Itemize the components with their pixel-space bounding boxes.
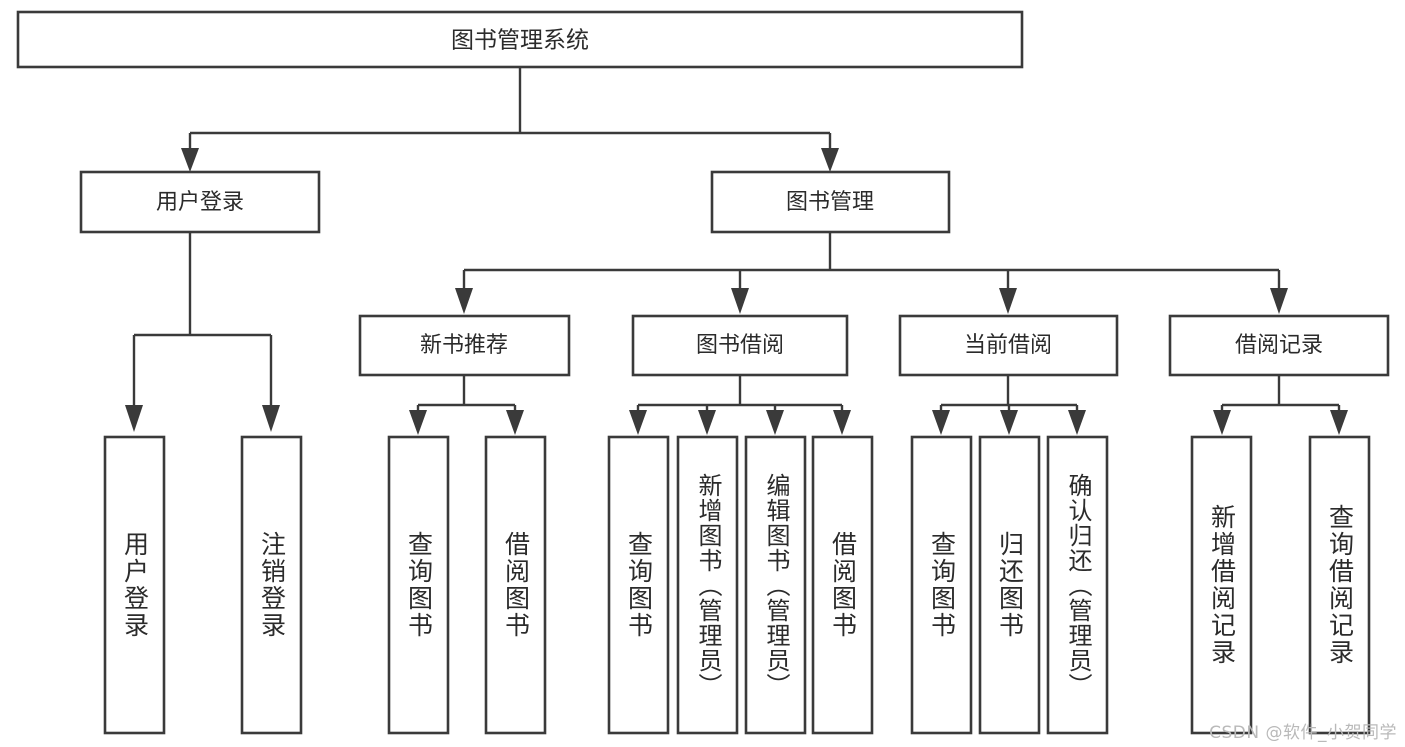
leaf-box-nbr-1[interactable]: [387, 435, 450, 735]
arrowhead-br-leaf-2: [1330, 410, 1348, 435]
node-root-label: 图书管理系统: [451, 28, 589, 54]
node-user-login-label: 用户登录: [156, 190, 244, 215]
node-book-borrow-label: 图书借阅: [696, 333, 784, 358]
node-new-book-recommend[interactable]: 新书推荐: [358, 314, 571, 377]
node-book-manage-label: 图书管理: [786, 190, 874, 215]
leaf-box-br-2[interactable]: [1308, 435, 1371, 735]
arrowhead-nbr-leaf-2: [506, 410, 524, 435]
arrowhead-br-leaf-1: [1213, 410, 1231, 435]
leaf-box-user-login-2[interactable]: [240, 435, 303, 735]
arrowhead-bb-leaf-1: [629, 410, 647, 435]
arrowhead-bb-leaf-2: [698, 410, 716, 435]
leaf-box-bb-3[interactable]: [744, 435, 807, 735]
node-current-borrow-box[interactable]: [898, 314, 1119, 377]
node-borrow-record-label: 借阅记录: [1235, 333, 1323, 358]
arrowhead-cb-leaf-2: [1000, 410, 1018, 435]
node-book-borrow[interactable]: 图书借阅: [631, 314, 849, 377]
leaf-box-user-login-1[interactable]: [103, 435, 166, 735]
node-borrow-record-box[interactable]: [1168, 314, 1390, 377]
node-current-borrow[interactable]: 当前借阅: [898, 314, 1119, 377]
node-user-login-box[interactable]: [79, 170, 321, 234]
arrowhead-bb-leaf-3: [766, 410, 784, 435]
leaf-box-nbr-2[interactable]: [484, 435, 547, 735]
arrowhead-user-login: [181, 148, 199, 172]
leaf-box-br-1[interactable]: [1190, 435, 1253, 735]
arrowhead-leaf-user-login-2: [262, 405, 280, 432]
node-borrow-record[interactable]: 借阅记录: [1168, 314, 1390, 377]
node-book-borrow-box[interactable]: [631, 314, 849, 377]
node-root-box[interactable]: [16, 10, 1024, 69]
arrowhead-leaf-user-login-1: [125, 405, 143, 432]
leaf-box-bb-1[interactable]: [607, 435, 670, 735]
arrowhead-new-book-recommend: [455, 288, 473, 314]
arrowhead-book-borrow: [731, 288, 749, 314]
node-new-book-recommend-box[interactable]: [358, 314, 571, 377]
node-new-book-recommend-label: 新书推荐: [420, 333, 508, 358]
leaf-box-cb-1[interactable]: [910, 435, 973, 735]
arrowhead-borrow-record: [1270, 288, 1288, 314]
leaf-box-cb-3[interactable]: [1046, 435, 1109, 735]
node-user-login[interactable]: 用户登录: [79, 170, 321, 234]
node-current-borrow-label: 当前借阅: [964, 333, 1052, 358]
arrowhead-current-borrow: [999, 288, 1017, 314]
leaf-box-bb-2[interactable]: [676, 435, 739, 735]
connector-group: [125, 67, 1348, 435]
arrowhead-cb-leaf-3: [1068, 410, 1086, 435]
node-book-manage-box[interactable]: [710, 170, 951, 234]
arrowhead-cb-leaf-1: [932, 410, 950, 435]
watermark: CSDN @软件_小贺同学: [1209, 723, 1397, 743]
node-book-manage[interactable]: 图书管理: [710, 170, 951, 234]
node-root[interactable]: 图书管理系统: [16, 10, 1024, 69]
arrowhead-bb-leaf-4: [833, 410, 851, 435]
arrowhead-nbr-leaf-1: [409, 410, 427, 435]
arrowhead-book-manage: [821, 148, 839, 172]
leaf-box-cb-2[interactable]: [978, 435, 1041, 735]
leaf-box-group: [103, 435, 1371, 735]
leaf-box-bb-4[interactable]: [811, 435, 874, 735]
